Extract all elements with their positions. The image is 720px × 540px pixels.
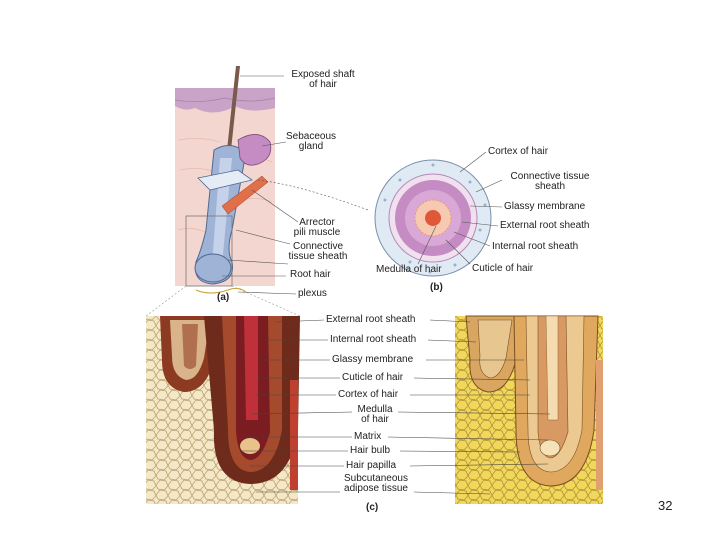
hair-follicle-drawing bbox=[185, 66, 272, 294]
label-glassy-c: Glassy membrane bbox=[332, 354, 414, 365]
label-internal-c: Internal root sheath bbox=[330, 334, 417, 345]
label-glassy-b: Glassy membrane bbox=[504, 201, 586, 212]
label-hair-bulb: Hair bulb bbox=[350, 445, 391, 456]
label-matrix: Matrix bbox=[354, 431, 382, 442]
micrograph-drawing bbox=[455, 315, 603, 504]
leader-lines-a bbox=[222, 75, 369, 295]
label-cuticle-c: Cuticle of hair bbox=[342, 372, 404, 383]
label-external-b: External root sheath bbox=[500, 220, 590, 231]
label-external-c: External root sheath bbox=[326, 314, 416, 325]
label-subcutaneous: Subcutaneous adipose tissue bbox=[344, 473, 408, 494]
label-cuticle-b: Cuticle of hair bbox=[472, 263, 534, 274]
leader-lines-c bbox=[240, 319, 551, 495]
label-internal-b: Internal root sheath bbox=[492, 241, 579, 252]
micrograph-stained bbox=[146, 316, 300, 504]
label-medulla-b: Medulla of hair bbox=[376, 264, 442, 275]
label-cortex-b: Cortex of hair bbox=[488, 146, 549, 157]
hair-cross-section bbox=[374, 159, 492, 277]
zoom-lines bbox=[145, 285, 301, 317]
label-medulla-c: Medulla of hair bbox=[357, 404, 393, 425]
label-root-hair: Root hair bbox=[290, 269, 331, 280]
label-hair-papilla: Hair papilla bbox=[346, 460, 397, 471]
label-connective-sheath-b: Connective tissue sheath bbox=[510, 171, 590, 192]
label-plexus: plexus bbox=[298, 288, 327, 299]
leader-lines-b bbox=[417, 151, 503, 265]
label-cortex-c: Cortex of hair bbox=[338, 389, 399, 400]
label-arrector-pili: Arrector pili muscle bbox=[293, 217, 341, 238]
panel-c-letter: (c) bbox=[366, 502, 379, 513]
label-sebaceous-gland: Sebaceous gland bbox=[285, 131, 337, 152]
label-exposed-shaft: Exposed shaft of hair bbox=[291, 69, 355, 90]
panel-a-letter: (a) bbox=[217, 292, 230, 303]
panel-b-letter: (b) bbox=[430, 282, 443, 293]
label-connective-sheath-a: Connective tissue sheath bbox=[288, 241, 348, 262]
page-number: 32 bbox=[658, 498, 673, 513]
